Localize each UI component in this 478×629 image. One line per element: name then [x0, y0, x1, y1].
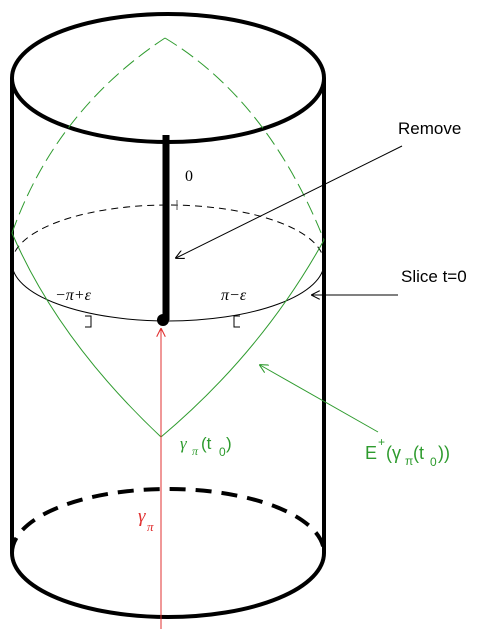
light-cone-lower-left: [11, 232, 162, 438]
removed-segment-endpoint: [157, 314, 169, 326]
future-set-arrow: [260, 365, 379, 433]
slice-label: Slice t=0: [401, 267, 467, 286]
gamma-pi-t0-label: γ π (t 0 ): [180, 434, 232, 460]
left-interval-bracket: [85, 315, 92, 328]
right-interval-label: π−ε: [221, 287, 247, 304]
light-cone-upper-left: [11, 37, 166, 234]
right-interval-bracket: [233, 315, 240, 328]
left-interval-label: −π+ε: [55, 287, 92, 304]
cylinder-top-ellipse: [10, 12, 326, 144]
light-cone-lower-right: [160, 239, 325, 438]
cylinder-bottom-back-arc: [10, 487, 326, 554]
future-set-label: E + (γ π (t 0 )): [365, 430, 450, 470]
zero-label: 0: [185, 168, 193, 185]
gamma-pi-label: γ π: [138, 506, 154, 534]
remove-label: Remove: [398, 119, 461, 138]
cylinder-bottom-front-arc: [10, 552, 326, 619]
light-cone-upper-right: [164, 37, 325, 241]
remove-arrow: [176, 145, 403, 258]
